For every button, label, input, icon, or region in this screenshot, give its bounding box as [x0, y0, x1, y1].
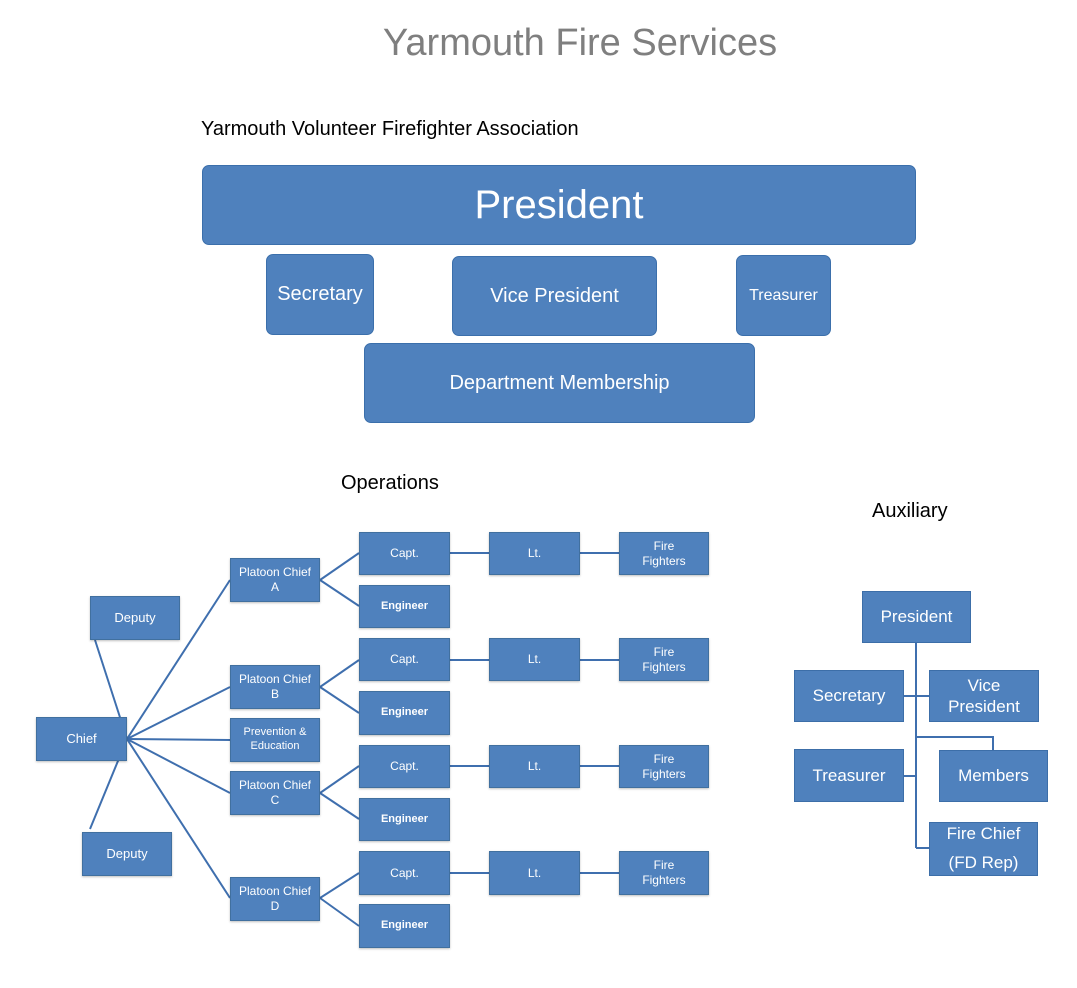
aux-president-box: President [862, 591, 971, 643]
aux-members-box: Members [939, 750, 1048, 802]
association-president-box: President [202, 165, 916, 245]
aux-vice-president-box: Vice President [929, 670, 1039, 722]
connector-platoon-c-engineer [319, 792, 360, 820]
platoon-d-chief-box: Platoon Chief D [230, 877, 320, 921]
connector-chief-platoon-b [126, 686, 231, 740]
connector-chief-prevention [126, 738, 231, 741]
platoon-c-lt-box: Lt. [489, 745, 580, 788]
platoon-a-engineer-box: Engineer [359, 585, 450, 628]
platoon-a-chief-box: Platoon Chief A [230, 558, 320, 602]
platoon-b-capt-box: Capt. [359, 638, 450, 681]
association-treasurer-box: Treasurer [736, 255, 831, 336]
connector-platoon-a-engineer [319, 579, 360, 607]
platoon-a-lt-box: Lt. [489, 532, 580, 575]
connector-platoon-d-engineer [319, 897, 360, 927]
connector-platoon-d-capt [319, 872, 360, 899]
auxiliary-heading: Auxiliary [872, 500, 948, 522]
connector-platoon-b-capt [319, 659, 360, 688]
ops-deputy-bottom-box: Deputy [82, 832, 172, 876]
platoon-c-capt-box: Capt. [359, 745, 450, 788]
connector-platoon-c-capt [319, 765, 360, 794]
association-membership-box: Department Membership [364, 343, 755, 423]
platoon-a-capt-box: Capt. [359, 532, 450, 575]
platoon-b-engineer-box: Engineer [359, 691, 450, 735]
association-vice-president-box: Vice President [452, 256, 657, 336]
ops-prevention-box: Prevention & Education [230, 718, 320, 762]
platoon-b-fire-box: Fire Fighters [619, 638, 709, 681]
connector-chief-platoon-d [126, 738, 231, 899]
platoon-b-lt-box: Lt. [489, 638, 580, 681]
platoon-c-chief-box: Platoon Chief C [230, 771, 320, 815]
aux-treasurer-box: Treasurer [794, 749, 904, 802]
ops-chief-box: Chief [36, 717, 127, 761]
platoon-d-lt-box: Lt. [489, 851, 580, 895]
aux-fire-chief-box: Fire Chief (FD Rep) [929, 822, 1038, 876]
connector-chief-platoon-a [126, 579, 231, 740]
connector-aux-members [916, 736, 994, 750]
platoon-d-capt-box: Capt. [359, 851, 450, 895]
operations-heading: Operations [341, 472, 439, 494]
association-heading: Yarmouth Volunteer Firefighter Associati… [201, 118, 579, 140]
platoon-b-chief-box: Platoon Chief B [230, 665, 320, 709]
connector-platoon-a-capt [319, 552, 360, 581]
platoon-c-fire-box: Fire Fighters [619, 745, 709, 788]
platoon-d-engineer-box: Engineer [359, 904, 450, 948]
association-secretary-box: Secretary [266, 254, 374, 335]
connector-chief-platoon-c [126, 738, 231, 794]
platoon-d-fire-box: Fire Fighters [619, 851, 709, 895]
platoon-c-engineer-box: Engineer [359, 798, 450, 841]
platoon-a-fire-box: Fire Fighters [619, 532, 709, 575]
page-title: Yarmouth Fire Services [382, 22, 778, 64]
connector-platoon-b-engineer [319, 686, 360, 714]
ops-deputy-top-box: Deputy [90, 596, 180, 640]
aux-secretary-box: Secretary [794, 670, 904, 722]
